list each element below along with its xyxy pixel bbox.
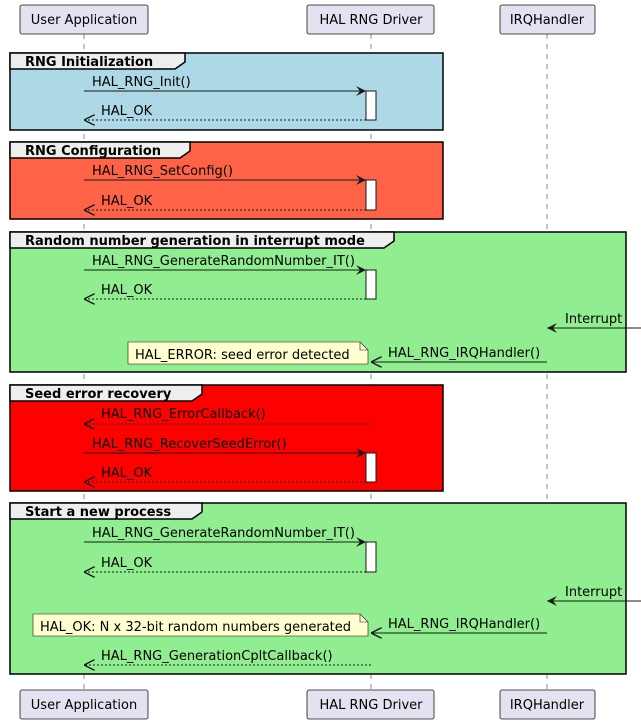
message-label: HAL_RNG_RecoverSeedError() (92, 437, 287, 452)
group-seed-error-recovery: Seed error recovery HAL_RNG_ErrorCallbac… (9, 384, 444, 492)
activation-bar (365, 269, 377, 300)
group-start-new-process: Start a new process HAL_RNG_GenerateRand… (9, 502, 641, 675)
participant-label: User Application (31, 698, 137, 713)
group-random-number-generation-interrupt: Random number generation in interrupt mo… (9, 231, 641, 373)
group-rng-configuration: RNG Configuration HAL_RNG_SetConfig() HA… (9, 141, 444, 220)
note-shape (127, 341, 369, 365)
activation-bar (365, 90, 377, 121)
message-label: HAL_RNG_GenerationCpltCallback() (101, 649, 333, 664)
note-shape (32, 613, 369, 637)
group-label-tab (9, 141, 191, 159)
message-label: HAL_OK (101, 104, 153, 119)
message-label: HAL_RNG_GenerateRandomNumber_IT() (92, 254, 355, 269)
participant-label: IRQHandler (510, 13, 585, 28)
message-label: HAL_RNG_SetConfig() (92, 164, 233, 179)
group-label-tab (9, 52, 186, 70)
participant-user-application-bottom: User Application (19, 689, 149, 720)
note-fold (359, 614, 368, 623)
message-label: Interrupt (565, 312, 622, 327)
message-label: HAL_RNG_IRQHandler() (388, 617, 540, 632)
group-title: RNG Configuration (25, 144, 161, 159)
participant-user-application-top: User Application (19, 4, 149, 35)
activation-bar (365, 541, 377, 573)
message-label: Interrupt (565, 585, 622, 600)
group-frame (9, 502, 627, 675)
note-fold (359, 342, 368, 351)
participant-irqhandler-top: IRQHandler (499, 4, 596, 35)
group-title: Seed error recovery (25, 387, 172, 402)
participant-label: IRQHandler (510, 698, 585, 713)
note-text: HAL_OK: N x 32-bit random numbers genera… (40, 620, 351, 635)
group-label-tab (9, 231, 395, 249)
participant-hal-rng-driver-bottom: HAL RNG Driver (306, 689, 435, 720)
message-label: HAL_OK (101, 194, 153, 209)
participant-irqhandler-bottom: IRQHandler (499, 689, 596, 720)
message-label: HAL_RNG_Init() (92, 75, 191, 90)
participant-hal-rng-driver-top: HAL RNG Driver (306, 4, 435, 35)
group-title: Start a new process (25, 505, 171, 520)
participant-label: HAL RNG Driver (319, 13, 423, 28)
activation-bar (365, 452, 377, 483)
message-label: HAL_OK (101, 283, 153, 298)
participant-label: User Application (31, 13, 137, 28)
group-label-tab (9, 502, 203, 520)
participant-label: HAL RNG Driver (319, 698, 423, 713)
message-label: HAL_OK (101, 466, 153, 481)
message-label: HAL_OK (101, 556, 153, 571)
message-label: HAL_RNG_GenerateRandomNumber_IT() (92, 526, 355, 541)
group-title: RNG Initialization (25, 55, 153, 70)
group-rng-initialization: RNG Initialization HAL_RNG_Init() HAL_OK (9, 52, 444, 131)
group-label-tab (9, 384, 203, 402)
group-title: Random number generation in interrupt mo… (25, 234, 365, 249)
message-label: HAL_RNG_ErrorCallback() (101, 407, 266, 422)
message-label: HAL_RNG_IRQHandler() (388, 346, 540, 361)
activation-bar (365, 179, 377, 211)
note-text: HAL_ERROR: seed error detected (135, 348, 350, 363)
